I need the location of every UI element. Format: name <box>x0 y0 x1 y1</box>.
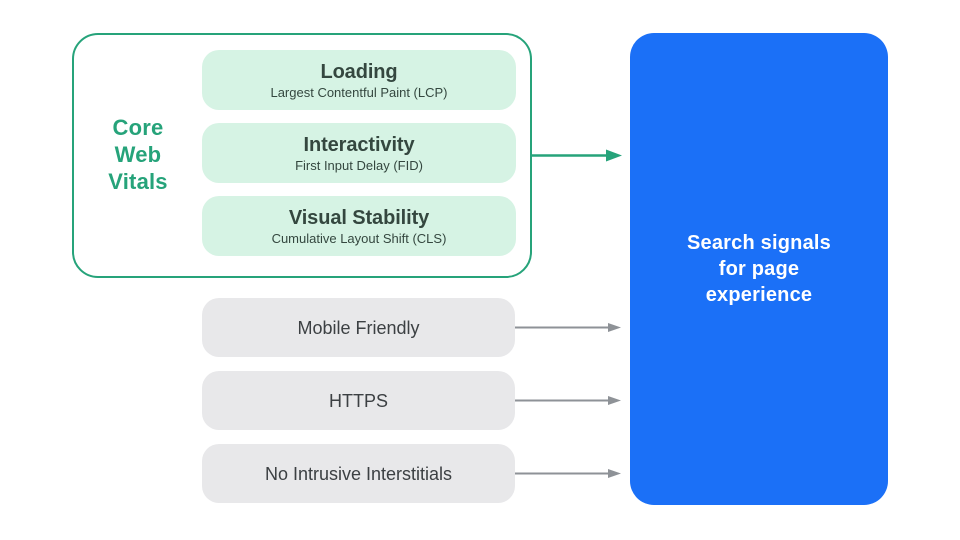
signal-pill-label: HTTPS <box>328 390 388 411</box>
cwv-pill-title: Interactivity <box>303 133 415 156</box>
https-arrow-right-icon <box>515 396 621 405</box>
cwv-pill-title: Visual Stability <box>288 206 430 229</box>
interstitials-arrow-right-icon <box>515 469 621 478</box>
cwv-pill-subtitle: Cumulative Layout Shift (CLS) <box>271 230 447 246</box>
search-signals-label-line: experience <box>705 284 813 306</box>
cwv-arrow-right-icon <box>532 149 622 162</box>
core-web-vitals-label-line: Vitals <box>108 169 168 194</box>
cwv-pill-visual-stability: Visual Stability Cumulative Layout Shift… <box>202 196 516 256</box>
cwv-pill-subtitle: Largest Contentful Paint (LCP) <box>270 84 448 100</box>
signal-pill-label: No Intrusive Interstitials <box>264 463 453 484</box>
mobile-friendly-arrow-right-icon <box>515 323 621 332</box>
signal-pill-no-intrusive-interstitials: No Intrusive Interstitials <box>202 444 515 503</box>
signal-pill-https: HTTPS <box>202 371 515 430</box>
core-web-vitals-label-line: Web <box>114 142 162 167</box>
search-signals-label-line: Search signals <box>687 232 831 254</box>
signal-pill-mobile-friendly: Mobile Friendly <box>202 298 515 357</box>
search-signals-label-line: for page <box>718 258 800 280</box>
search-signals-box: Search signals for page experience <box>630 33 888 505</box>
search-signals-label: Search signals for page experience <box>687 230 831 308</box>
core-web-vitals-label: Core Web Vitals <box>72 114 204 195</box>
signal-pill-label: Mobile Friendly <box>297 317 420 338</box>
cwv-pill-subtitle: First Input Delay (FID) <box>295 157 423 173</box>
core-web-vitals-label-line: Core <box>112 115 164 140</box>
cwv-pill-loading: Loading Largest Contentful Paint (LCP) <box>202 50 516 110</box>
cwv-pill-interactivity: Interactivity First Input Delay (FID) <box>202 123 516 183</box>
cwv-pill-title: Loading <box>320 60 398 83</box>
